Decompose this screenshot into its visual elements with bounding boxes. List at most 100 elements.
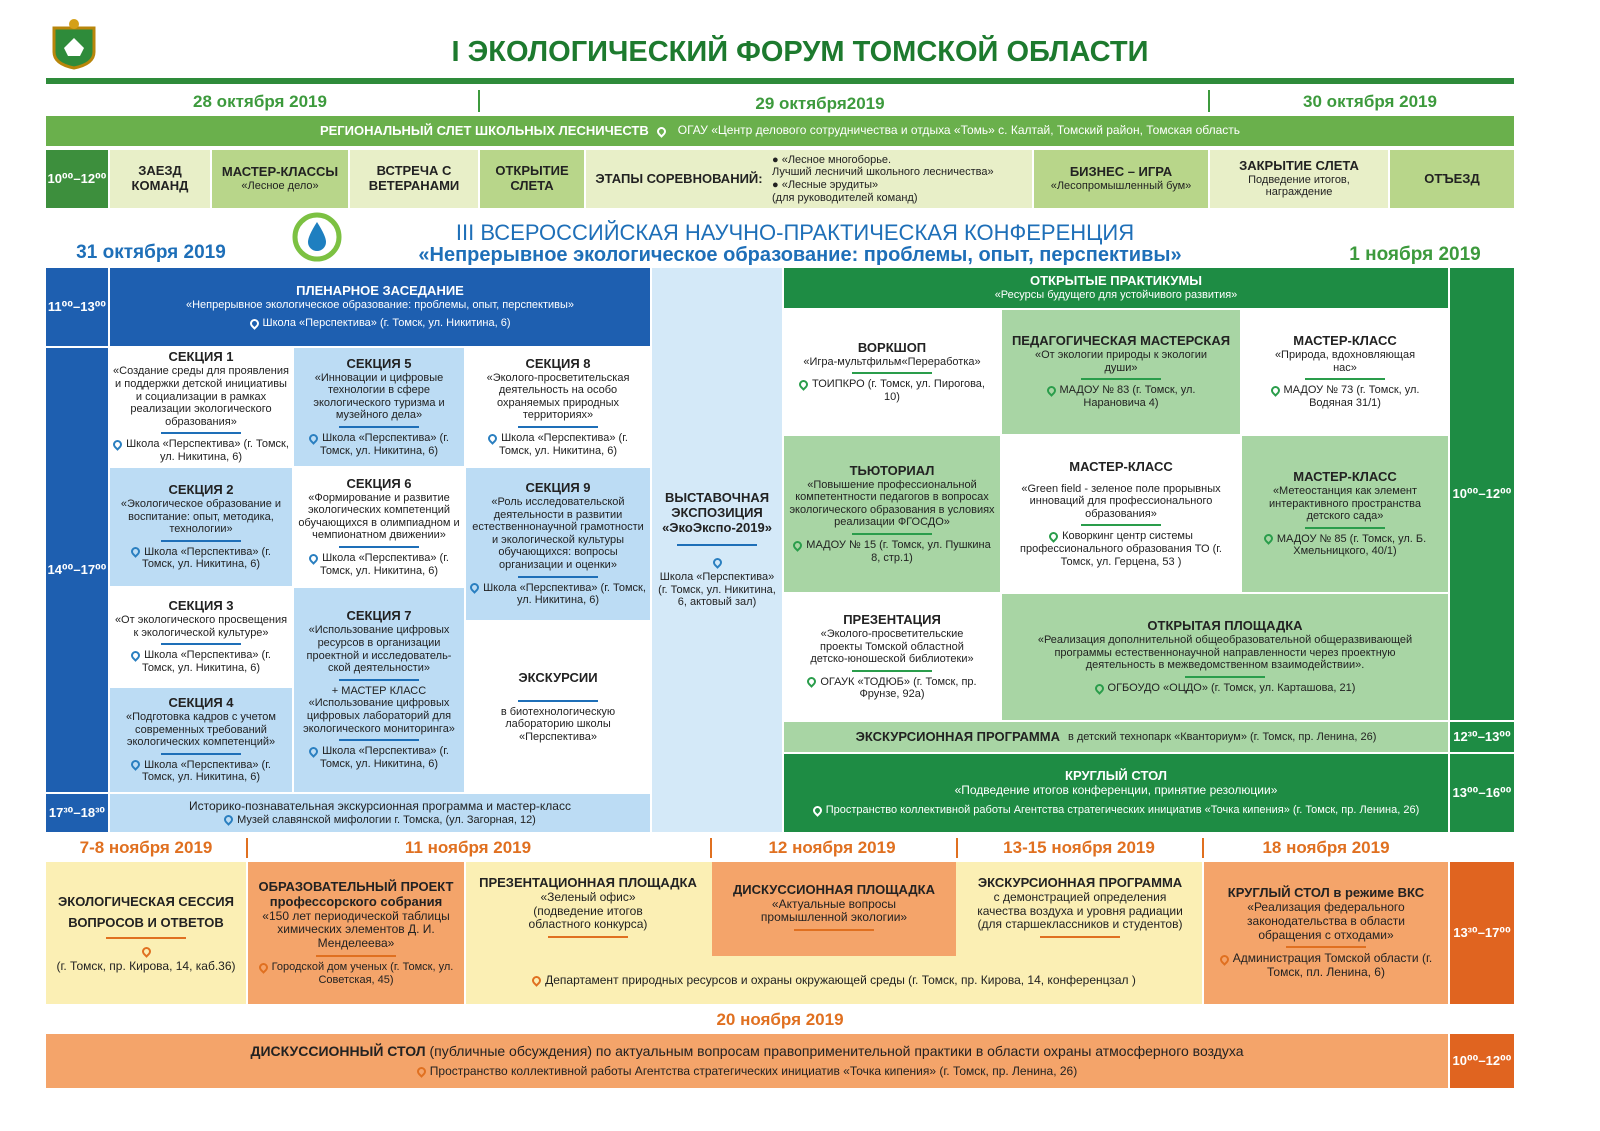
divider — [677, 543, 757, 546]
item-place: Коворкинг центр системы профессиональног… — [1020, 530, 1222, 568]
excursions-title: ЭКСКУРСИИ — [518, 669, 598, 685]
item-title: МАСТЕР-КЛАСС — [1293, 333, 1397, 349]
location-pin-icon — [486, 431, 499, 445]
section-title: СЕКЦИЯ 1 — [168, 349, 234, 365]
location-pin-icon — [1047, 530, 1060, 543]
item-place: МАДОУ № 83 (г. Томск, ул. Нарановича 4) — [1059, 384, 1196, 410]
edu-project-block: ОБРАЗОВАТЕЛЬНЫЙ ПРОЕКТ профессорского со… — [248, 862, 464, 1004]
eco-session-block: ЭКОЛОГИЧЕСКАЯ СЕССИЯ ВОПРОСОВ И ОТВЕТОВ … — [46, 862, 246, 1004]
section-title: СЕКЦИЯ 4 — [168, 694, 234, 710]
date-divider — [710, 838, 712, 858]
section-sub: «Использование цифровых ресурсов в орган… — [306, 624, 452, 675]
date-28oct: 28 октября 2019 — [193, 92, 327, 111]
date-20nov: 20 ноября 2019 — [716, 1010, 844, 1029]
section-sub: «Подготовка кадров с учетом современных … — [126, 710, 276, 749]
slet-header: РЕГИОНАЛЬНЫЙ СЛЕТ ШКОЛЬНЫХ ЛЕСНИЧЕСТВ ОГ… — [46, 116, 1514, 146]
divider — [1305, 526, 1385, 529]
item-title: ЭКСКУРСИОННАЯ ПРОГРАММА — [977, 874, 1183, 890]
section-title: СЕКЦИЯ 3 — [168, 598, 234, 614]
item-sub: «Метеостанция как элемент интерактивного… — [1268, 484, 1421, 523]
item-title: ПРЕЗЕНТАЦИЯ — [843, 611, 941, 627]
location-pin-icon — [139, 945, 153, 959]
zakr-title: ЗАКРЫТИЕ СЛЕТА — [1239, 157, 1359, 173]
section-5: СЕКЦИЯ 5 «Инновации и цифровые технологи… — [294, 348, 464, 466]
location-pin-icon — [1217, 952, 1231, 966]
item-title: ПРЕЗЕНТАЦИОННАЯ ПЛОЩАДКА — [479, 874, 697, 890]
section-place: Школа «Перспектива» (г. Томск, ул. Никит… — [141, 545, 271, 571]
item-place: Администрация Томской области (г. Томск,… — [1232, 951, 1433, 980]
section-8: СЕКЦИЯ 8 «Эколого-просветительская деяте… — [466, 348, 650, 466]
item-title: МАСТЕР-КЛАСС — [1069, 458, 1173, 474]
date-30oct: 30 октября 2019 — [1303, 92, 1437, 111]
location-pin-icon — [247, 317, 261, 330]
ped-workshop-block: ПЕДАГОГИЧЕСКАЯ МАСТЕРСКАЯ «От экологии п… — [1002, 310, 1240, 434]
section-7: СЕКЦИЯ 7 «Использование цифровых ресурсо… — [294, 588, 464, 792]
location-pin-icon — [129, 758, 142, 772]
location-pin-icon — [307, 745, 320, 758]
item-place: Департамент природных ресурсов и охраны … — [545, 973, 1136, 988]
item-sub: «150 лет периодической таблицы химически… — [262, 908, 450, 951]
section-title: СЕКЦИЯ 8 — [525, 355, 591, 371]
time-slot: 14⁰⁰–17⁰⁰ — [46, 348, 108, 792]
etapy-item: ● «Лесные эрудиты» — [772, 179, 879, 191]
etapy-item: (для руководителей команд) — [772, 191, 918, 204]
location-pin-icon — [307, 431, 320, 445]
location-pin-icon — [530, 974, 543, 988]
slet-place: ОГАУ «Центр делового сотрудничества и от… — [677, 123, 1241, 138]
divider — [316, 954, 396, 957]
date-29oct: 29 октября2019 — [755, 94, 885, 113]
date-cell: 13-15 ноября 2019 — [1003, 838, 1155, 857]
item-sub: «Эколого-просветительские проекты Томско… — [810, 627, 974, 666]
divider — [339, 546, 419, 549]
time-slot: 10⁰⁰–12⁰⁰ — [1450, 1034, 1514, 1088]
etapy-item: ● «Лесное многоборье. — [772, 153, 892, 166]
history-place: Музей славянской мифологии г. Томска, (у… — [237, 813, 536, 826]
divider — [852, 372, 932, 375]
divider — [106, 937, 186, 940]
biz-title: БИЗНЕС – ИГРА — [1069, 164, 1173, 180]
item-title-rest: (публичные обсуждения) по актуальным воп… — [429, 1043, 1244, 1060]
location-pin-icon — [468, 581, 481, 595]
divider — [518, 699, 598, 702]
open-practicums-header: ОТКРЫТЫЕ ПРАКТИКУМЫ «Ресурсы будущего дл… — [784, 268, 1448, 308]
divider — [339, 739, 419, 742]
section-place: Школа «Перспектива» (г. Томск, ул. Никит… — [498, 432, 628, 457]
dept-venue: Департамент природных ресурсов и охраны … — [466, 958, 1202, 1004]
excursions-sub: в биотехнологическую лабораторию школы «… — [500, 705, 616, 743]
conference-logo-icon — [292, 212, 342, 262]
item-sub: в детский технопарк «Кванториум» (г. Том… — [1067, 730, 1377, 743]
item-title: ЭКСКУРСИОННАЯ ПРОГРАММА — [855, 728, 1060, 744]
divider — [518, 426, 598, 429]
section-title: СЕКЦИЯ 7 — [346, 608, 412, 624]
section-sub: «Создание среды для проявления и поддерж… — [113, 365, 289, 428]
location-pin-icon — [805, 675, 819, 689]
otezd-cell: ОТЪЕЗД — [1390, 150, 1514, 208]
date-cell: 12 ноября 2019 — [768, 838, 896, 857]
section-sub: «Роль исследовательской деятельности в р… — [472, 495, 644, 572]
item-place: ОГБОУДО «ОЦДО» (г. Томск, ул. Карташова,… — [1107, 682, 1356, 695]
plenary-block: ПЛЕНАРНОЕ ЗАСЕДАНИЕ «Непрерывное экологи… — [110, 268, 650, 346]
divider — [161, 752, 241, 755]
item-sub: «Green field - зеленое поле прорывных ин… — [1021, 482, 1221, 520]
time-slot: 10⁰⁰–12⁰⁰ — [1450, 268, 1514, 720]
item-place: ТОИПКРО (г. Томск, ул. Пирогова, 10) — [812, 378, 985, 403]
section-4: СЕКЦИЯ 4 «Подготовка кадров с учетом сов… — [110, 688, 292, 792]
time-slot: 10⁰⁰–12⁰⁰ — [46, 150, 108, 208]
section-extra: + МАСТЕР КЛАСС «Использование цифровых ц… — [303, 684, 455, 735]
date-divider — [1202, 838, 1204, 858]
location-pin-icon — [222, 813, 236, 827]
section-place: Школа «Перспектива» (г. Томск, ул. Никит… — [319, 432, 449, 457]
biz-cell: БИЗНЕС – ИГРА«Лесопромышленный бум» — [1034, 150, 1208, 208]
divider — [1081, 378, 1161, 381]
open-sub: «Ресурсы будущего для устойчивого развит… — [994, 289, 1238, 302]
section-place: Школа «Перспектива» (г. Томск, ул. Никит… — [126, 438, 289, 464]
item-sub: «Игра-мультфильм«Переработка» — [803, 355, 981, 368]
item-sub: «Зеленый офис» (подведение итогов област… — [528, 889, 648, 932]
section-title: СЕКЦИЯ 5 — [346, 355, 412, 371]
history-title: Историко-познавательная экскурсионная пр… — [189, 798, 571, 813]
section-sub: «Формирование и развитие экологических к… — [298, 491, 460, 542]
divider — [1305, 378, 1385, 381]
section-place: Школа «Перспектива» (г. Томск, ул. Никит… — [319, 552, 449, 577]
divider — [1040, 936, 1120, 939]
